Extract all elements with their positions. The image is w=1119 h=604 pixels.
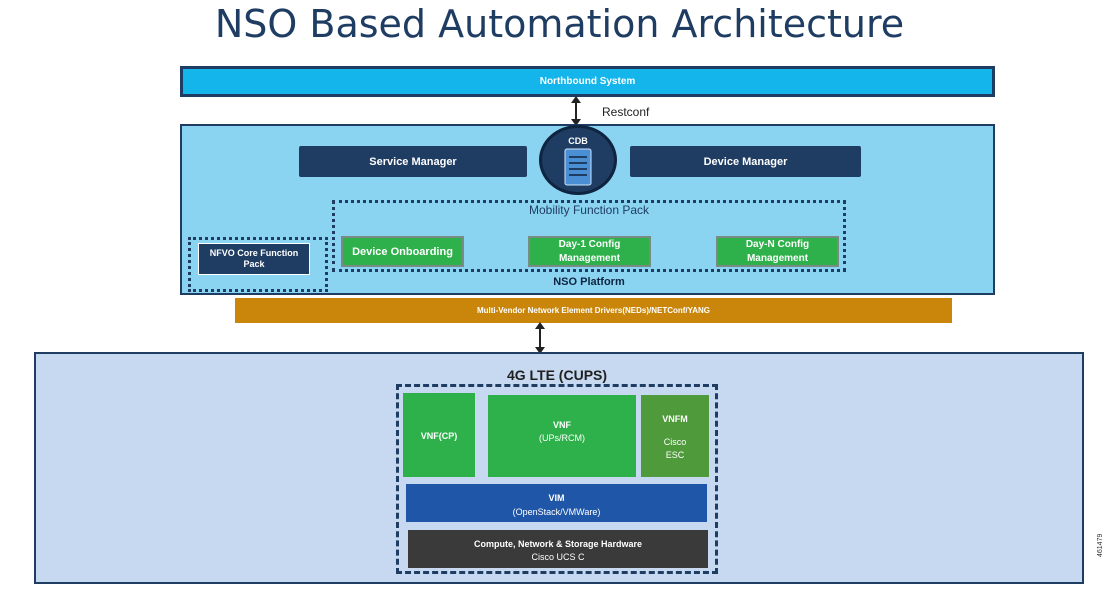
vnf-title: VNF [553, 420, 571, 430]
vnf-sub: (UPs/RCM) [539, 433, 585, 443]
dayn-config-box: Day-N Config Management [716, 236, 839, 267]
service-manager-label: Service Manager [369, 155, 457, 168]
vnfm-sub: Cisco ESC [663, 437, 687, 460]
figure-id: 461479 [1097, 533, 1104, 557]
northbound-system-box: Northbound System [180, 66, 995, 97]
dayn-config-label: Day-N Config Management [745, 238, 810, 264]
mobility-function-pack-box [332, 200, 846, 272]
vnf-ups-box: VNF (UPs/RCM) [488, 395, 636, 477]
vnf-cp-box: VNF(CP) [403, 393, 475, 477]
vnf-cp-label: VNF(CP) [420, 431, 458, 441]
day1-config-label: Day-1 Config Management [558, 238, 621, 264]
device-manager-label: Device Manager [703, 155, 788, 168]
nfvo-label: NFVO Core Function Pack [209, 248, 299, 269]
hardware-title: Compute, Network & Storage Hardware [473, 539, 643, 549]
diagram-title: NSO Based Automation Architecture [214, 2, 905, 46]
neds-arrow [535, 322, 545, 354]
cdb-document-icon [564, 148, 592, 186]
vnfm-box: VNFM Cisco ESC [641, 395, 709, 477]
nfvo-core-function-pack-box: NFVO Core Function Pack [198, 243, 310, 275]
mobility-function-pack-label: Mobility Function Pack [528, 203, 650, 217]
hardware-box: Compute, Network & Storage Hardware Cisc… [408, 530, 708, 568]
restconf-label: Restconf [602, 105, 650, 119]
restconf-arrow [571, 96, 581, 126]
vnfm-title: VNFM [662, 414, 688, 424]
device-manager-box: Device Manager [630, 146, 861, 177]
hardware-sub: Cisco UCS C [531, 552, 585, 562]
lte-title: 4G LTE (CUPS) [506, 367, 608, 383]
vim-box: VIM (OpenStack/VMWare) [406, 484, 707, 522]
service-manager-box: Service Manager [299, 146, 527, 177]
cdb-label: CDB [568, 136, 588, 146]
lte-dashed-border [396, 384, 718, 574]
day1-config-box: Day-1 Config Management [528, 236, 651, 267]
nso-platform-label: NSO Platform [553, 276, 625, 288]
vim-sub: (OpenStack/VMWare) [512, 507, 601, 517]
neds-label: Multi-Vendor Network Element Drivers(NED… [476, 306, 711, 315]
northbound-label: Northbound System [539, 76, 636, 87]
vim-title: VIM [548, 493, 565, 503]
nfvo-dotted-border [188, 237, 328, 292]
neds-bar: Multi-Vendor Network Element Drivers(NED… [235, 298, 952, 323]
device-onboarding-box: Device Onboarding [341, 236, 464, 267]
device-onboarding-label: Device Onboarding [352, 245, 453, 258]
